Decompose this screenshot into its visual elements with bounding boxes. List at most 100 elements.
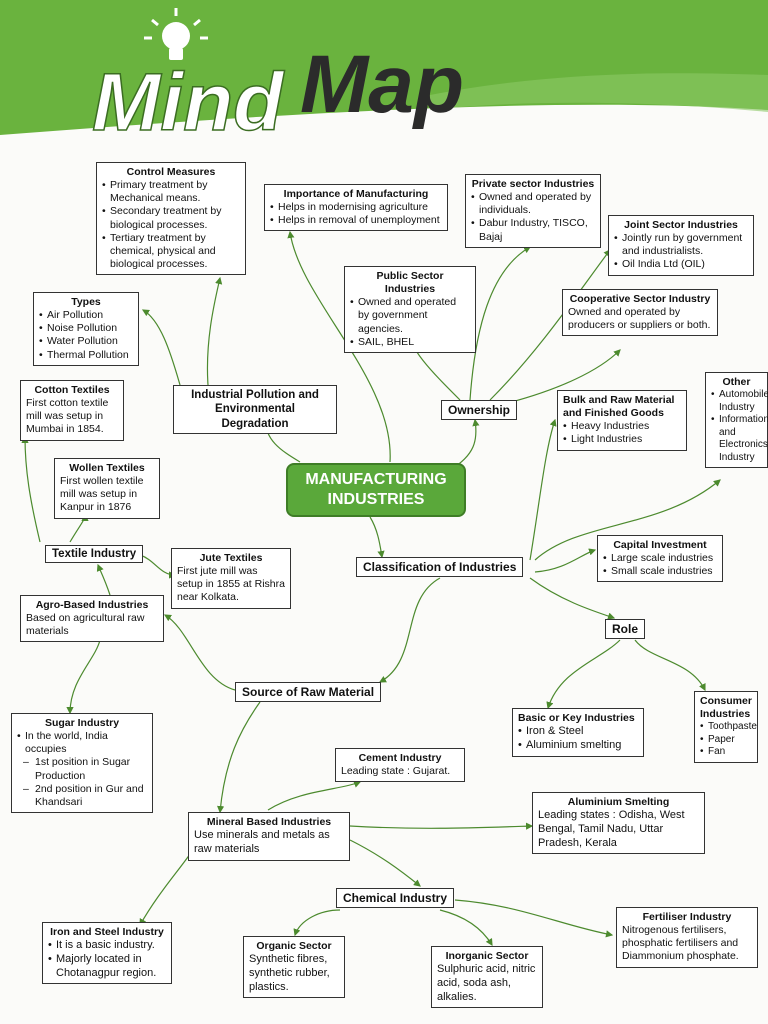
organic-title: Organic Sector xyxy=(256,940,332,952)
list-item: Thermal Pollution xyxy=(39,349,133,362)
list-item: Air Pollution xyxy=(39,309,133,322)
connector xyxy=(349,822,534,830)
connector xyxy=(546,639,621,710)
bulk-raw-material-box: Bulk and Raw Material and Finished Goods… xyxy=(557,390,687,451)
center-node-manufacturing-industries: MANUFACTURING INDUSTRIES xyxy=(286,463,466,517)
cooperative-sector-title: Cooperative Sector Industry xyxy=(569,293,711,305)
agro-text: Based on agricultural raw materials xyxy=(26,612,145,638)
list-item: Heavy Industries xyxy=(563,420,681,433)
connector xyxy=(216,701,261,814)
pollution-types-box: Types Air Pollution Noise Pollution Wate… xyxy=(33,292,139,366)
banner-title-map: Map xyxy=(300,39,464,130)
chemical-label: Chemical Industry xyxy=(343,891,448,905)
types-title: Types xyxy=(71,296,101,308)
list-item: Tertiary treatment by chemical, physical… xyxy=(102,232,240,271)
list-item: Primary treatment by Mechanical means. xyxy=(102,179,240,205)
organic-sector-box: Organic Sector Synthetic fibres, synthet… xyxy=(243,936,345,999)
connector xyxy=(534,548,597,573)
bulk-title: Bulk and Raw Material and Finished Goods xyxy=(563,394,675,420)
capital-investment-box: Capital Investment Large scale industrie… xyxy=(597,535,723,583)
connector xyxy=(21,435,41,543)
role-label: Role xyxy=(612,622,639,636)
consumer-title: Consumer Industries xyxy=(700,695,752,721)
role-node: Role xyxy=(605,619,646,639)
cooperative-sector-box: Cooperative Sector Industry Owned and op… xyxy=(562,289,718,337)
connector xyxy=(267,780,362,811)
list-item: Automobile Industry xyxy=(711,389,768,414)
connector xyxy=(454,899,614,938)
jute-textiles-box: Jute Textiles First jute mill was setup … xyxy=(171,548,291,609)
private-sector-box: Private sector Industries Owned and oper… xyxy=(465,174,601,248)
list-item: Iron & Steel xyxy=(518,725,638,739)
list-item: Aluminium smelting xyxy=(518,739,638,753)
connector xyxy=(469,246,532,401)
aluminium-smelting-box: Aluminium Smelting Leading states : Odis… xyxy=(532,792,705,855)
list-item: It is a basic industry. xyxy=(48,939,166,953)
wollen-textiles-box: Wollen Textiles First wollen textile mil… xyxy=(54,458,160,519)
sugar-industry-box: Sugar Industry In the world, India occup… xyxy=(11,713,153,813)
ownership-label: Ownership xyxy=(448,403,511,417)
list-item: Owned and operated by government agencie… xyxy=(350,296,470,335)
connector xyxy=(141,309,181,386)
connector xyxy=(529,418,557,561)
consumer-industries-box: Consumer Industries Toothpaste Paper Fan xyxy=(694,691,758,763)
aluminium-title: Aluminium Smelting xyxy=(567,796,670,808)
pollution-label: Industrial Pollution and Environmental D… xyxy=(191,389,319,430)
list-item: Secondary treatment by biological proces… xyxy=(102,205,240,231)
cotton-title: Cotton Textiles xyxy=(34,384,110,396)
list-item: Oil India Ltd (OIL) xyxy=(614,258,748,271)
basic-key-industries-box: Basic or Key Industries Iron & Steel Alu… xyxy=(512,708,644,757)
lightbulb-icon xyxy=(144,8,208,60)
list-item: Toothpaste xyxy=(700,721,757,734)
jute-title: Jute Textiles xyxy=(199,552,263,564)
fertiliser-industry-box: Fertiliser Industry Nitrogenous fertilis… xyxy=(616,907,758,968)
wollen-title: Wollen Textiles xyxy=(69,462,145,474)
list-item: Information and Electronics Industry xyxy=(711,414,768,464)
public-sector-box: Public Sector Industries Owned and opera… xyxy=(344,266,476,353)
cement-industry-box: Cement Industry Leading state : Gujarat. xyxy=(335,748,465,783)
cotton-text: First cotton textile mill was setup in M… xyxy=(26,397,109,436)
cement-text: Leading state : Gujarat. xyxy=(341,765,451,778)
textile-label: Textile Industry xyxy=(52,548,137,560)
list-item: Fan xyxy=(700,746,752,759)
list-item: In the world, India occupies xyxy=(17,730,147,756)
connector xyxy=(529,577,616,620)
classification-node: Classification of Industries xyxy=(356,557,524,577)
capital-title: Capital Investment xyxy=(613,539,707,551)
importance-box: Importance of Manufacturing Helps in mod… xyxy=(264,184,448,232)
control-measures-box: Control Measures Primary treatment by Me… xyxy=(96,162,246,275)
center-line-1: MANUFACTURING xyxy=(305,471,447,488)
chemical-industry-node: Chemical Industry xyxy=(336,888,455,908)
joint-sector-title: Joint Sector Industries xyxy=(624,219,738,231)
agro-title: Agro-Based Industries xyxy=(35,599,149,611)
basic-title: Basic or Key Industries xyxy=(518,712,635,724)
public-sector-title: Public Sector Industries xyxy=(376,270,444,296)
importance-title: Importance of Manufacturing xyxy=(283,188,429,200)
list-item: Dabur Industry, TISCO, Bajaj xyxy=(471,217,595,243)
sugar-title: Sugar Industry xyxy=(44,717,120,729)
connector xyxy=(66,639,101,715)
connector xyxy=(439,909,493,947)
connector xyxy=(378,577,441,683)
inorganic-text: Sulphuric acid, nitric acid, soda ash, a… xyxy=(437,963,536,1003)
cooperative-text: Owned and operated by producers or suppl… xyxy=(568,306,711,332)
agro-based-box: Agro-Based Industries Based on agricultu… xyxy=(20,595,164,643)
iron-steel-industry-box: Iron and Steel Industry It is a basic in… xyxy=(42,922,172,985)
fertiliser-text: Nitrogenous fertilisers, phosphatic fert… xyxy=(622,924,739,963)
iron-title: Iron and Steel Industry xyxy=(50,926,164,938)
list-item: Light Industries xyxy=(563,433,681,446)
list-item: 1st position in Sugar Production xyxy=(23,756,147,782)
pollution-node: Industrial Pollution and Environmental D… xyxy=(173,385,337,435)
private-sector-title: Private sector Industries xyxy=(471,178,595,190)
mineral-text: Use minerals and metals as raw materials xyxy=(194,829,330,855)
mineral-based-box: Mineral Based Industries Use minerals an… xyxy=(188,812,350,861)
connector xyxy=(69,513,89,543)
connector xyxy=(163,614,236,691)
other-industries-box: Other Automobile Industry Information an… xyxy=(705,372,768,469)
banner-title-mind: Mind xyxy=(92,57,285,148)
source-raw-material-node: Source of Raw Material xyxy=(235,682,382,702)
list-item: 2nd position in Gur and Khandsari xyxy=(23,783,147,809)
cotton-textiles-box: Cotton Textiles First cotton textile mil… xyxy=(20,380,124,441)
fertiliser-title: Fertiliser Industry xyxy=(642,911,732,923)
list-item: Noise Pollution xyxy=(39,322,133,335)
